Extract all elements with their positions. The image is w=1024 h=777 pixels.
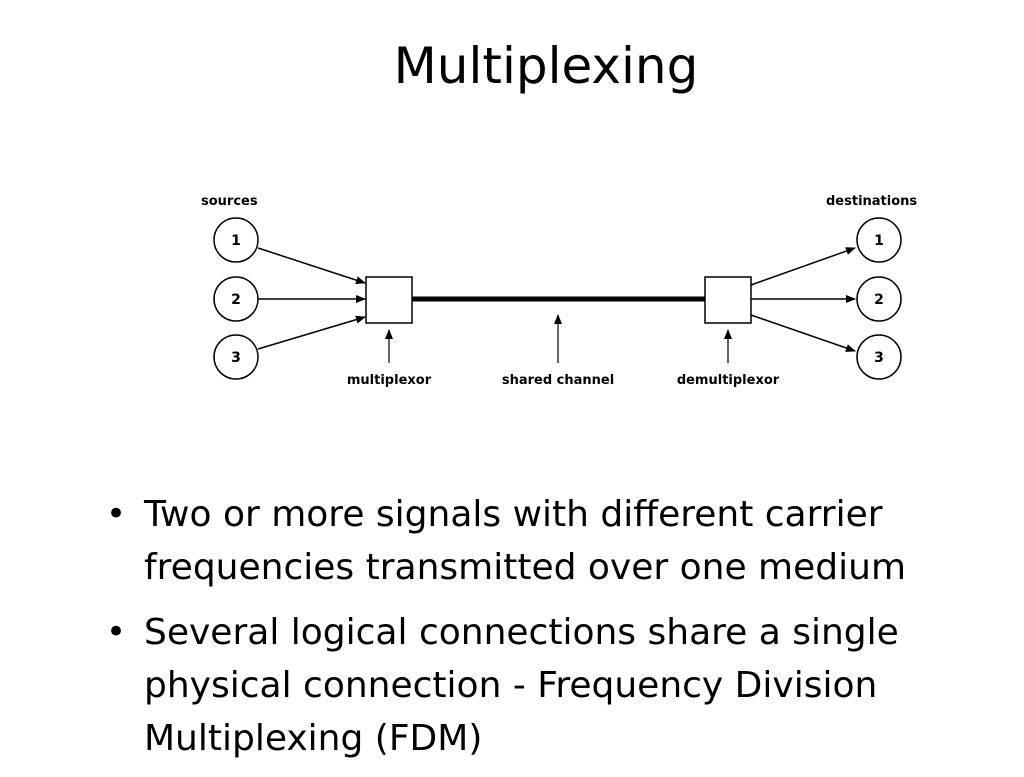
destinations-label: destinations bbox=[826, 194, 917, 209]
destination-arrow-3 bbox=[750, 314, 856, 352]
multiplexing-diagram: sources destinations 1 2 3 1 2 3 m bbox=[201, 194, 917, 388]
destination-node-3: 3 bbox=[856, 334, 902, 380]
svg-text:2: 2 bbox=[874, 292, 884, 308]
bullet-list: • Two or more signals with different car… bbox=[100, 488, 1000, 777]
bullet-item: • Several logical connections share a si… bbox=[100, 606, 1000, 765]
multiplexor-box bbox=[365, 276, 413, 324]
svg-text:3: 3 bbox=[874, 350, 884, 366]
source-node-2: 2 bbox=[213, 276, 259, 322]
svg-text:2: 2 bbox=[231, 292, 241, 308]
bullet-item: • Two or more signals with different car… bbox=[100, 488, 1000, 594]
destination-node-2: 2 bbox=[856, 276, 902, 322]
sources-label: sources bbox=[201, 194, 258, 209]
demultiplexor-box bbox=[704, 276, 752, 324]
source-node-1: 1 bbox=[213, 217, 259, 263]
multiplexor-label: multiplexor bbox=[347, 373, 432, 388]
shared-channel-label: shared channel bbox=[502, 373, 614, 388]
source-arrow-1 bbox=[257, 247, 366, 285]
bullet-text: Several logical connections share a sing… bbox=[144, 612, 899, 759]
bullet-dot-icon: • bbox=[106, 494, 127, 534]
bullet-text: Two or more signals with different carri… bbox=[144, 494, 907, 588]
svg-text:1: 1 bbox=[231, 233, 241, 249]
svg-text:1: 1 bbox=[874, 233, 884, 249]
svg-text:3: 3 bbox=[231, 350, 241, 366]
source-node-3: 3 bbox=[213, 334, 259, 380]
source-arrow-3 bbox=[257, 315, 366, 350]
destination-node-1: 1 bbox=[856, 217, 902, 263]
bullet-dot-icon: • bbox=[106, 612, 127, 652]
destination-arrow-1 bbox=[750, 247, 856, 286]
demultiplexor-label: demultiplexor bbox=[677, 373, 780, 388]
slide-title: Multiplexing bbox=[393, 37, 699, 95]
